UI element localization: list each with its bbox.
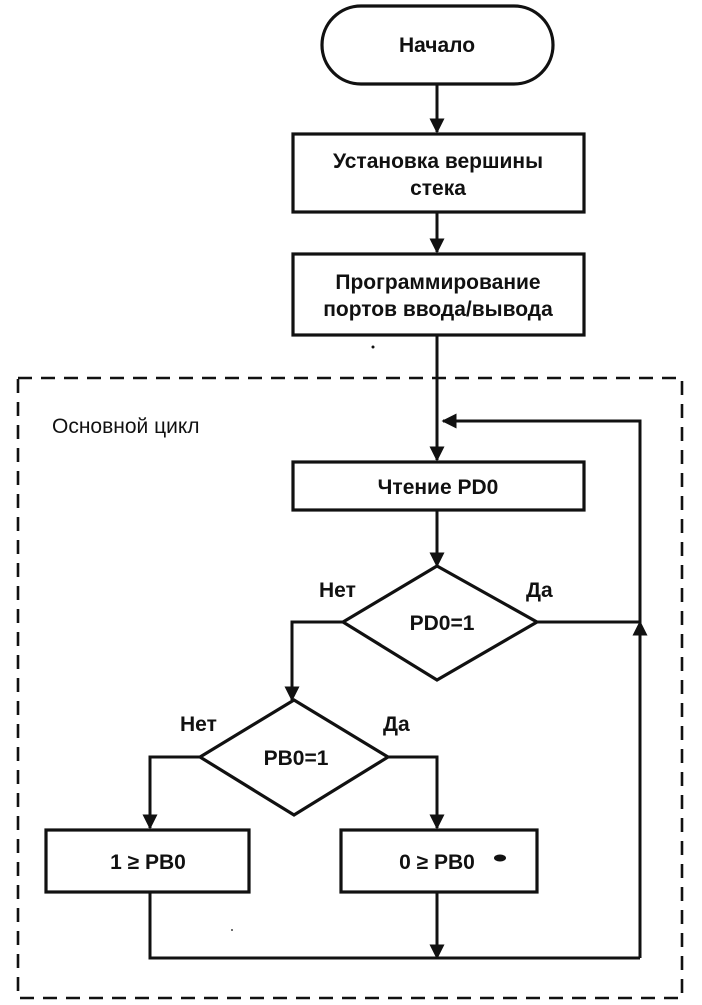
- arrow-pd0-no: [284, 620, 343, 702]
- decision-pd0-label: PD0=1: [410, 612, 475, 635]
- ink-blot: [494, 854, 506, 862]
- ports-init-line1: Программирование: [335, 271, 540, 294]
- decision-pd0: [339, 564, 541, 682]
- line-set-one-down: [148, 892, 437, 960]
- stack-init-line1: Установка вершины: [333, 150, 543, 173]
- stack-init-box: [291, 132, 586, 214]
- decision-pb0-no-label: Нет: [180, 713, 217, 736]
- main-loop-boundary: [16, 376, 684, 1000]
- start-terminal: [320, 4, 555, 86]
- arrow-pb0-no: [142, 755, 200, 830]
- set-zero-box: [339, 828, 539, 894]
- decision-pd0-no-label: Нет: [319, 579, 356, 602]
- set-one-label: 1 ≥ PB0: [110, 851, 186, 874]
- set-one-box: [44, 828, 251, 894]
- arrow-pb0-yes: [388, 755, 445, 830]
- arrow-loop-back: [441, 413, 642, 622]
- stack-init-line2: стека: [410, 177, 466, 200]
- scan-speck: [371, 345, 375, 349]
- scan-speck: [231, 929, 233, 931]
- decision-pb0-yes-label: Да: [383, 713, 410, 736]
- set-zero-label: 0 ≥ PB0: [399, 851, 475, 874]
- main-loop-label: Основной цикл: [52, 415, 200, 438]
- start-label: Начало: [399, 34, 475, 57]
- decision-pd0-yes-label: Да: [526, 579, 553, 602]
- decision-pb0-label: PB0=1: [264, 747, 329, 770]
- ports-init-line2: портов ввода/вывода: [323, 298, 553, 321]
- read-pd0-box: [291, 460, 586, 512]
- read-pd0-label: Чтение PD0: [378, 476, 499, 499]
- decision-pb0: [196, 698, 392, 817]
- ports-init-box: [291, 252, 586, 337]
